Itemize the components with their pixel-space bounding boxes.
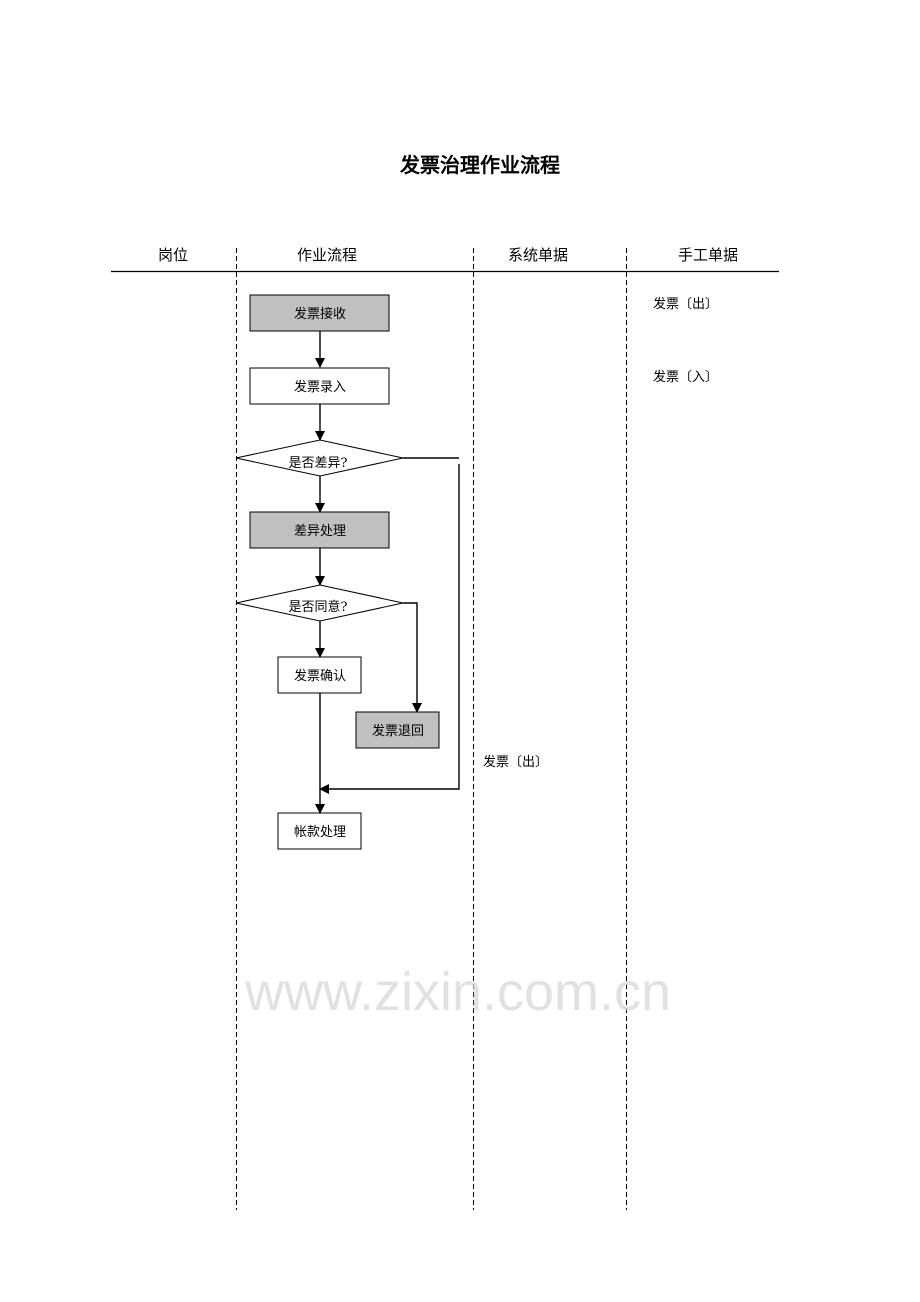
svg-text:是否同意?: 是否同意?: [289, 599, 348, 615]
step-invoice-confirm: 发票确认: [277, 656, 362, 694]
svg-text:是否差异?: 是否差异?: [289, 456, 348, 471]
header-manual-docs: 手工单据: [678, 246, 738, 264]
svg-text:发票接收: 发票接收: [294, 306, 346, 322]
manual-doc-invoice-in: 发票〔入〕: [653, 369, 718, 385]
decision-agree: 是否同意?: [235, 584, 404, 622]
step-difference-handling: 差异处理: [249, 511, 390, 549]
step-account-processing: 帐款处理: [277, 812, 362, 850]
watermark: www.zixin.com.cn: [244, 962, 671, 1022]
svg-text:发票录入: 发票录入: [294, 379, 346, 395]
decision-difference: 是否差异?: [235, 439, 404, 477]
step-invoice-receive: 发票接收: [249, 294, 390, 332]
svg-text:发票确认: 发票确认: [294, 668, 346, 684]
svg-text:差异处理: 差异处理: [294, 524, 346, 539]
connectors: [315, 331, 460, 814]
header-system-docs: 系统单据: [508, 246, 568, 264]
step-invoice-return: 发票退回: [355, 711, 440, 749]
system-doc-invoice-out: 发票〔出〕: [483, 754, 548, 770]
step-invoice-entry: 发票录入: [249, 367, 390, 405]
svg-text:发票退回: 发票退回: [372, 723, 424, 739]
svg-text:帐款处理: 帐款处理: [294, 825, 346, 840]
manual-doc-invoice-out: 发票〔出〕: [653, 296, 718, 312]
header-position: 岗位: [158, 246, 188, 264]
header-process: 作业流程: [297, 246, 357, 264]
page-title: 发票治理作业流程: [399, 153, 560, 177]
column-dividers: [236, 248, 627, 1210]
